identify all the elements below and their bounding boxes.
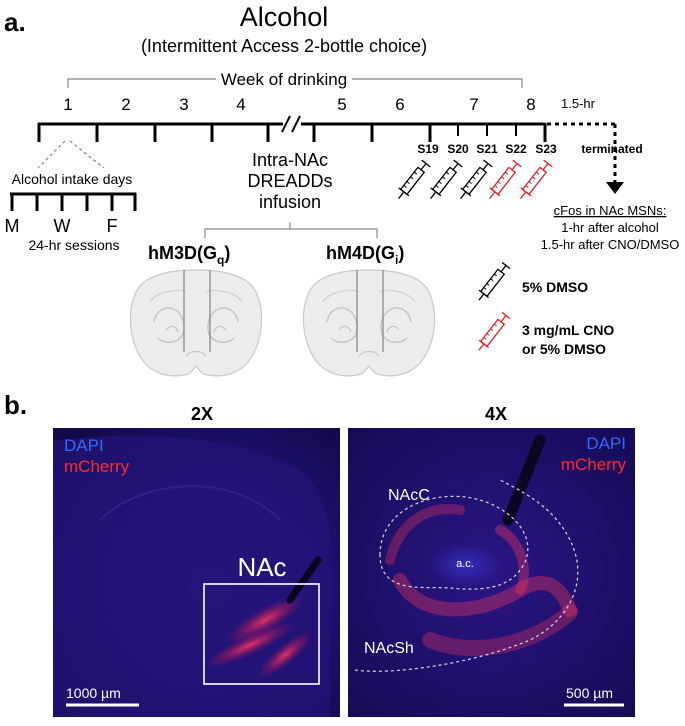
legend-cno-line: 3 mg/mL CNO — [522, 322, 614, 338]
week-number: 7 — [469, 95, 478, 114]
session-label: S23 — [535, 142, 557, 156]
week-number: 3 — [179, 95, 188, 114]
mcherry-label: mCherry — [561, 455, 627, 474]
delay-label: 1.5-hr — [561, 96, 596, 111]
week-number: 5 — [337, 95, 346, 114]
panel-b-label: b. — [4, 390, 27, 420]
brain-section-hm3d — [129, 269, 263, 377]
week-number: 4 — [236, 95, 245, 114]
sessions-note: 24-hr sessions — [28, 237, 119, 253]
infusion-line: DREADDs — [247, 171, 332, 191]
day-label: F — [107, 216, 118, 236]
week-number: 2 — [121, 95, 130, 114]
infusion-line: Intra-NAc — [252, 150, 328, 170]
scale-label: 500 µm — [566, 685, 613, 701]
syringe-icon — [425, 159, 464, 203]
legend-cno-syringe-icon — [473, 311, 512, 355]
dreadd-gi-sub: i — [395, 253, 398, 267]
dreadd-gi-close: ) — [398, 243, 404, 263]
dreadd-gq-close: ) — [224, 243, 230, 263]
week-number: 6 — [395, 95, 404, 114]
figure-title: Alcohol — [240, 2, 329, 32]
cfos-line: 1-hr after alcohol — [561, 220, 659, 235]
cfos-line: 1.5-hr after CNO/DMSO — [541, 237, 680, 252]
zoom-guide — [37, 140, 105, 169]
day-label: M — [5, 216, 20, 236]
syringe-icon — [393, 159, 432, 203]
session-labels: S19 S20 S21 S22 S23 — [417, 142, 557, 156]
figure-subtitle: (Intermittent Access 2-bottle choice) — [141, 36, 427, 56]
cfos-title: cFos in NAc MSNs: — [554, 203, 667, 218]
week-inset-axis — [10, 192, 137, 211]
week-number: 8 — [526, 95, 535, 114]
timeline-axis — [37, 122, 547, 142]
session-ticks — [457, 124, 517, 136]
legend-cno-line: or 5% DMSO — [522, 341, 606, 357]
region-label-ac: a.c. — [456, 558, 474, 570]
micrograph-2x: NAc DAPI mCherry 1000 µm — [53, 428, 340, 717]
session-label: S20 — [447, 142, 469, 156]
legend-vehicle-label: 5% DMSO — [522, 279, 588, 295]
week-axis-label: Week of drinking — [221, 70, 347, 89]
infusion-label: Intra-NAc DREADDs infusion — [247, 150, 332, 212]
day-label: W — [54, 216, 71, 236]
dreadd-gi-base: hM4D(G — [326, 243, 395, 263]
legend-vehicle-syringe-icon — [473, 261, 512, 305]
micrograph-4x: NAcC NAcSh a.c. DAPI mCherry 500 µm — [348, 428, 635, 717]
nac-roi-box — [203, 583, 320, 685]
infusion-line: infusion — [259, 192, 321, 212]
axis-break — [281, 115, 301, 133]
dreadd-gi-label: hM4D(Gi) — [326, 243, 404, 267]
panel-a-label: a. — [4, 7, 26, 37]
nacc-outline — [379, 495, 529, 590]
scale-label: 1000 µm — [66, 685, 121, 701]
day-labels: M W F — [5, 216, 118, 236]
magnification-2x: 2X — [191, 404, 213, 424]
arrow-head — [606, 182, 624, 194]
injection-syringes — [393, 159, 554, 203]
intake-days-label: Alcohol intake days — [12, 171, 133, 187]
syringe-icon — [515, 159, 554, 203]
dapi-label: DAPI — [64, 436, 104, 455]
dreadd-gq-base: hM3D(G — [148, 243, 217, 263]
nacsh-outline — [354, 479, 579, 672]
session-label: S21 — [476, 142, 498, 156]
dreadd-gq-sub: q — [217, 253, 224, 267]
session-label: S22 — [505, 142, 527, 156]
week-number: 1 — [63, 95, 72, 114]
magnification-4x: 4X — [485, 404, 507, 424]
brain-section-hm4d — [302, 269, 436, 377]
region-label-nac: NAc — [237, 552, 286, 582]
week-numbers: 1 2 3 4 5 6 7 8 — [63, 95, 535, 114]
region-label-nacsh: NAcSh — [364, 640, 414, 657]
week-bracket — [67, 78, 523, 88]
region-label-nacc: NAcC — [388, 487, 430, 504]
terminated-label: terminated — [581, 142, 642, 156]
mcherry-label: mCherry — [64, 457, 130, 476]
dapi-label: DAPI — [586, 434, 626, 453]
session-label: S19 — [417, 142, 439, 156]
dreadd-bracket — [204, 222, 378, 238]
dreadd-gq-label: hM3D(Gq) — [148, 243, 230, 267]
